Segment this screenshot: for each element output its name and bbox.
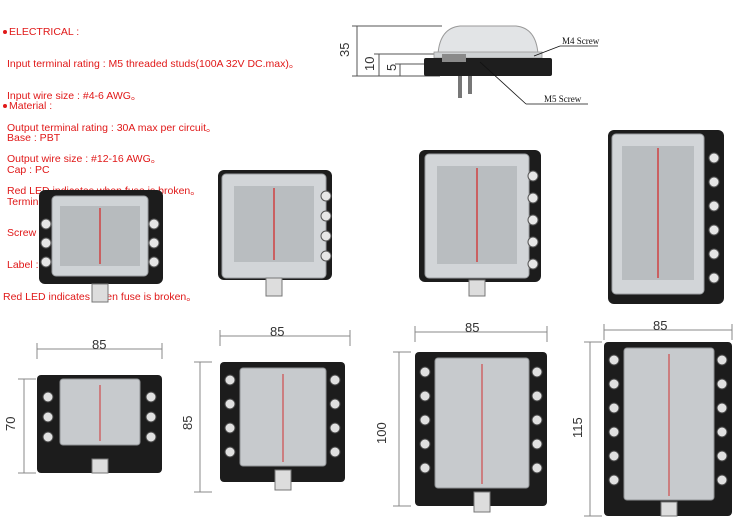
spec-line: Cap : PC	[7, 163, 50, 176]
drawing-6way: 85 70	[3, 337, 163, 474]
dim-total: 35	[337, 43, 352, 57]
width-label: 85	[653, 318, 667, 333]
height-label: 85	[180, 416, 195, 430]
spec-line: Output wire size : #12-16 AWG。	[7, 153, 162, 166]
drawing-10way: 85 100	[374, 320, 548, 513]
width-label: 85	[465, 320, 479, 335]
product-photo-10way	[419, 150, 541, 297]
height-label: 100	[374, 422, 389, 444]
electrical-heading: ELECTRICAL :	[9, 26, 80, 39]
drawing-8way: 85 85	[180, 324, 351, 493]
height-label: 70	[3, 417, 18, 431]
width-label: 85	[270, 324, 284, 339]
drawing-12way: 85 115	[570, 318, 733, 517]
height-label: 115	[570, 417, 585, 438]
m5-screw-label: M5 Screw	[544, 94, 582, 104]
product-photo-8way	[218, 170, 332, 297]
dim-small: 5	[384, 64, 399, 71]
m4-screw-label: M4 Screw	[562, 36, 600, 46]
spec-line: Input wire size : #4-6 AWG。	[7, 89, 142, 102]
bullet-icon	[3, 30, 7, 35]
spec-line: Input terminal rating : M5 threaded stud…	[7, 57, 300, 70]
width-label: 85	[92, 337, 106, 352]
bullet-icon	[3, 104, 7, 109]
product-photo-6way	[39, 190, 163, 303]
spec-line: Output terminal rating : 30A max per cir…	[7, 121, 217, 134]
material-heading: Material :	[9, 100, 53, 113]
spec-line: Base : PBT	[7, 131, 61, 144]
product-photo-12way	[608, 130, 724, 304]
side-view-drawing: 35 10 5 M4 Screw M5 Screw	[337, 25, 600, 105]
dim-mid: 10	[362, 57, 377, 71]
